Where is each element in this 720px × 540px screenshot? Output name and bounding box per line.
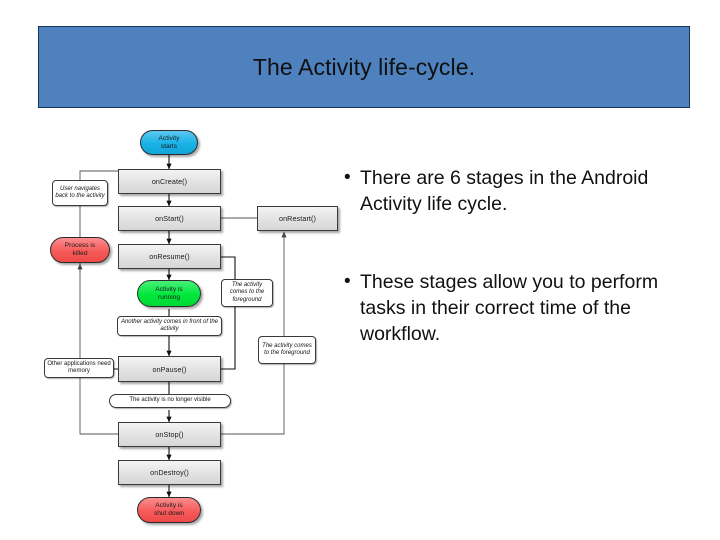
node-label: onDestroy() (150, 468, 189, 477)
node-on-destroy: onDestroy() (118, 460, 221, 485)
node-label: onRestart() (278, 214, 317, 223)
node-label-line1: Activity (158, 134, 180, 142)
note-text: Another activity comes in front of the a… (120, 318, 219, 332)
list-item: • These stages allow you to perform task… (344, 269, 694, 347)
node-label-line1: Process is (64, 242, 96, 249)
node-activity-running: Activity is running (137, 280, 201, 307)
bullet-marker-icon: • (344, 167, 351, 188)
node-label: onResume() (149, 252, 190, 261)
node-label-line1: Activity is (155, 502, 183, 509)
node-on-stop: onStop() (118, 422, 221, 447)
node-label: onStart() (155, 214, 184, 223)
node-on-pause: onPause() (118, 356, 221, 382)
bullet-marker-icon: • (344, 271, 351, 292)
node-label-line2: starts (160, 142, 178, 150)
page-title: The Activity life-cycle. (252, 53, 476, 80)
node-activity-shut-down: Activity is shut down (137, 497, 201, 523)
list-item: • There are 6 stages in the Android Acti… (344, 165, 694, 217)
note-activity-foreground-lower: The activity comes to the foreground (258, 336, 316, 364)
note-user-navigates-back: User navigates back to the activity (52, 180, 108, 206)
note-activity-not-visible: The activity is no longer visible (109, 394, 231, 408)
node-label-line2: killed (72, 250, 88, 257)
note-activity-foreground-upper: The activity comes to the foreground (221, 279, 273, 307)
note-text: Other applications need memory (47, 360, 111, 374)
activity-lifecycle-diagram: Activity starts Activity is running Proc… (36, 122, 342, 523)
note-other-applications-memory: Other applications need memory (44, 358, 114, 378)
note-another-activity-front: Another activity comes in front of the a… (117, 316, 222, 336)
node-activity-starts: Activity starts (140, 130, 198, 155)
note-text: The activity comes to the foreground (262, 342, 312, 356)
bullet-list: • There are 6 stages in the Android Acti… (344, 165, 694, 399)
node-label-line2: shut down (153, 510, 185, 517)
node-on-create: onCreate() (118, 169, 221, 194)
node-on-restart: onRestart() (257, 206, 338, 231)
bullet-text: There are 6 stages in the Android Activi… (360, 167, 649, 215)
node-process-killed: Process is killed (50, 237, 110, 263)
note-text: The activity comes to the foreground (229, 282, 265, 303)
node-label: onPause() (152, 364, 187, 374)
slide-title-banner: The Activity life-cycle. (38, 26, 690, 108)
node-label: onStop() (155, 430, 184, 439)
node-on-resume: onResume() (118, 244, 221, 269)
node-label-line2: running (158, 293, 180, 301)
note-text: The activity is no longer visible (129, 397, 211, 404)
note-text: User navigates back to the activity (55, 185, 105, 199)
node-label-line1: Activity is (155, 285, 183, 293)
node-on-start: onStart() (118, 206, 221, 231)
bullet-text: These stages allow you to perform tasks … (360, 271, 659, 345)
node-label: onCreate() (151, 177, 188, 186)
